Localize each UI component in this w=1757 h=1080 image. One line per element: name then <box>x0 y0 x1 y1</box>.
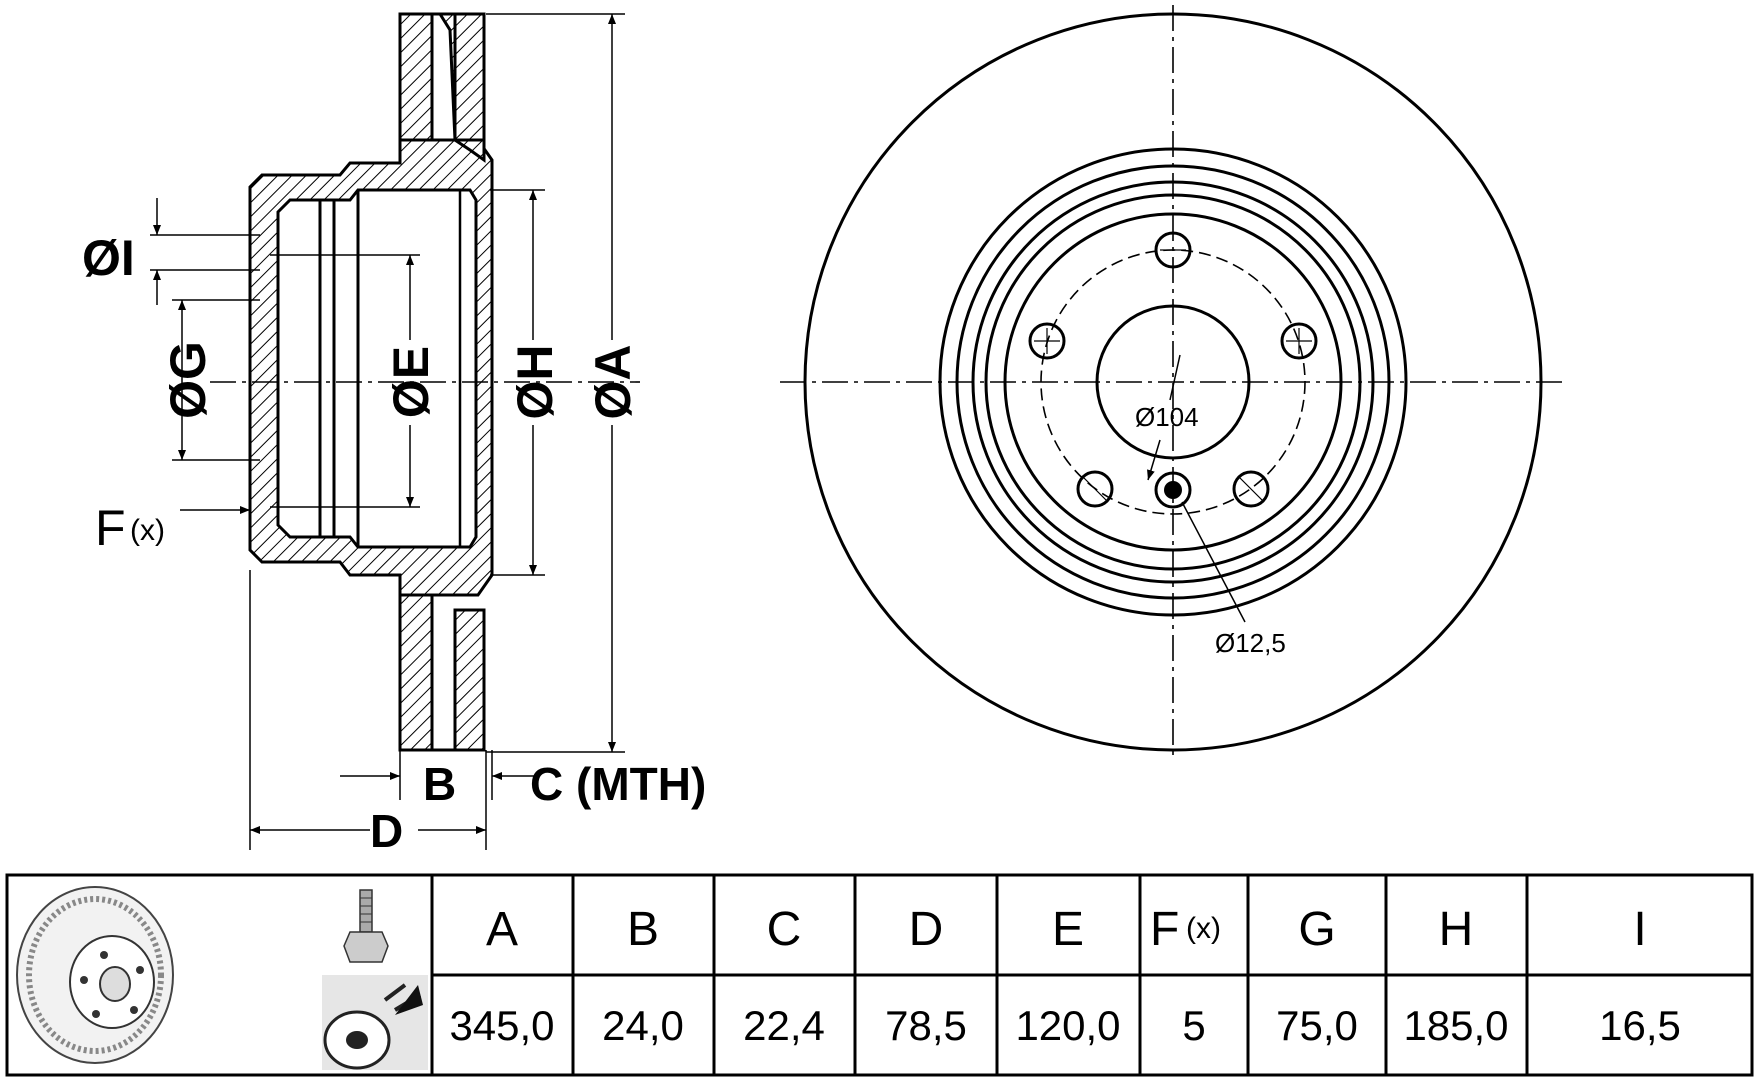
label-dia-e: ØE <box>383 346 439 418</box>
header-a: A <box>486 903 518 956</box>
spec-table: A B C D E F (x) G H I 345,0 24,0 22,4 78… <box>5 873 1754 1077</box>
bolt-hole <box>1076 470 1114 508</box>
header-c: C <box>767 903 802 956</box>
lower-disc-plate <box>398 593 434 752</box>
bolt-hole <box>1280 322 1318 360</box>
label-center-bore: Ø104 <box>1135 402 1199 432</box>
wheel-bolt-icon <box>343 889 389 963</box>
header-h: H <box>1439 903 1474 956</box>
value-a: 345,0 <box>449 1002 554 1049</box>
header-f-sub: (x) <box>1186 912 1221 945</box>
disc-thumbnail <box>16 886 174 1064</box>
bolt-holes <box>1028 231 1318 508</box>
value-d: 78,5 <box>885 1002 967 1049</box>
label-f-sub: (x) <box>130 514 165 547</box>
value-g: 75,0 <box>1276 1002 1358 1049</box>
header-d: D <box>909 903 944 956</box>
header-b: B <box>627 903 659 956</box>
value-i: 16,5 <box>1599 1002 1681 1049</box>
front-view: Ø104 Ø12,5 <box>780 5 1565 760</box>
header-f: F <box>1150 903 1179 956</box>
value-h: 185,0 <box>1403 1002 1508 1049</box>
value-b: 24,0 <box>602 1002 684 1049</box>
label-hole-diameter: Ø12,5 <box>1215 628 1286 658</box>
value-f: 5 <box>1182 1002 1205 1049</box>
label-b: B <box>423 758 456 810</box>
upper-disc-plate <box>453 12 486 142</box>
hub-cavity <box>276 188 478 549</box>
label-f: F <box>95 500 126 556</box>
mounting-icon <box>322 975 428 1070</box>
lower-disc-plate <box>453 608 486 752</box>
header-e: E <box>1052 903 1084 956</box>
value-e: 120,0 <box>1015 1002 1120 1049</box>
label-dia-i: ØI <box>82 230 135 286</box>
section-view: ØI ØG ØE ØH ØA F (x) B C (MTH) D <box>82 12 706 857</box>
bolt-hole <box>1028 322 1066 360</box>
label-dia-h: ØH <box>507 345 563 420</box>
header-i: I <box>1633 903 1646 956</box>
label-dia-g: ØG <box>160 341 216 419</box>
label-d: D <box>370 805 403 857</box>
header-g: G <box>1298 903 1335 956</box>
value-c: 22,4 <box>743 1002 825 1049</box>
bolt-hole <box>1232 470 1270 508</box>
upper-disc-plate <box>398 12 434 142</box>
label-c-mth: C (MTH) <box>530 758 706 810</box>
label-dia-a: ØA <box>585 345 641 420</box>
